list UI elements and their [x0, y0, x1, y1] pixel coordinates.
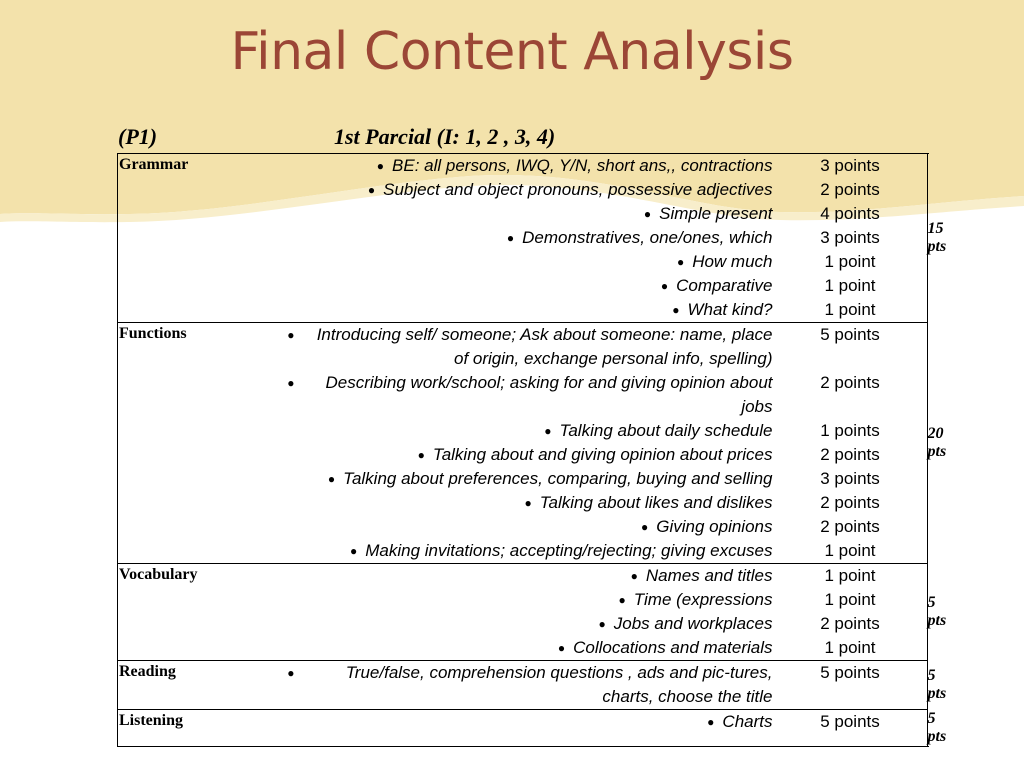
- table-row: Grammar ● BE: all persons, IWQ, Y/N, short…: [118, 154, 946, 255]
- points-value: 1 points: [820, 421, 880, 440]
- table-row: ● Talking about preferences, comparing, b…: [118, 467, 928, 491]
- topic-text: Introducing self/ someone; Ask about som…: [316, 325, 773, 368]
- bullet-icon: ●: [557, 641, 566, 655]
- topic-text: Collocations and materials: [573, 638, 773, 657]
- table-row: ● Describing work/school; asking for and …: [118, 371, 928, 419]
- points-value: 5 points: [772, 660, 928, 710]
- bullet-icon: ●: [544, 424, 552, 438]
- topic-text: Making invitations; accepting/rejecting;…: [365, 541, 773, 560]
- bullet-icon: ●: [598, 617, 606, 631]
- topic-text: True/false, comprehension questions , ad…: [345, 663, 773, 706]
- bullet-icon: ●: [643, 207, 652, 221]
- topic-text: What kind?: [687, 300, 773, 319]
- topic-text: Demonstratives, one/ones, which: [522, 228, 773, 247]
- table-row: Functions ● Introducing self/ someone; Ask…: [117, 322, 946, 564]
- topic-text: Names and titles: [645, 566, 773, 585]
- slide-title: Final Content Analysis: [230, 22, 794, 82]
- partial-label: 1st Parcial (I: 1, 2 , 3, 4): [334, 124, 556, 149]
- points-value: 3 points: [820, 469, 880, 488]
- table-row: ● Giving opinions 2 points: [118, 515, 928, 539]
- bullet-icon: ●: [367, 183, 376, 197]
- category-label: Functions: [117, 322, 243, 564]
- table-row: ● Making invitations; accepting/rejecting…: [118, 539, 928, 564]
- bullet-icon: ●: [349, 544, 358, 558]
- points-value: 2 points: [820, 445, 880, 464]
- table-row: ● Collocations and materials 1 point: [118, 636, 928, 661]
- table-row: ● Subject and object pronouns, possessive…: [118, 178, 928, 202]
- points-value: 2 points: [820, 493, 880, 512]
- points-value: 2 points: [820, 180, 880, 199]
- bullet-icon: ●: [672, 303, 680, 317]
- points-value: 1 point: [772, 563, 928, 588]
- table-row: ● What kind? 1 point: [118, 298, 928, 323]
- topic-text: Comparative: [676, 276, 773, 295]
- table-row: ● How much 1 point: [118, 250, 928, 274]
- bullet-icon: ●: [327, 472, 336, 486]
- table-row: Reading ● True/false, comprehension questi…: [117, 660, 946, 710]
- bullet-icon: ●: [287, 328, 295, 342]
- points-value: 1 point: [824, 590, 876, 609]
- topic-text: Subject and object pronouns, possessive …: [383, 180, 773, 199]
- points-value: 2 points: [820, 373, 880, 392]
- bullet-icon: ●: [676, 255, 685, 269]
- table-row: ● Talking about daily schedule 1 points: [118, 419, 928, 443]
- category-label: Vocabulary: [117, 563, 243, 661]
- category-label: Reading: [117, 660, 243, 710]
- topic-text: BE: all persons, IWQ, Y/N, short ans,, c…: [392, 156, 773, 175]
- points-value: 1 point: [824, 300, 876, 319]
- bullet-icon: ●: [660, 279, 669, 293]
- bullet-icon: ●: [618, 593, 626, 607]
- bullet-icon: ●: [287, 376, 295, 390]
- table-row: ● Talking about and giving opinion about …: [118, 443, 928, 467]
- points-value: 1 point: [824, 252, 876, 271]
- bullet-icon: ●: [641, 520, 649, 534]
- points-value: 4 points: [820, 204, 880, 223]
- topic-text: Talking about preferences, comparing, bu…: [343, 469, 773, 488]
- table-row: ● Demonstratives, one/ones, which 3 points: [118, 226, 928, 250]
- content-analysis-table: Grammar ● BE: all persons, IWQ, Y/N, short…: [117, 153, 947, 747]
- points-value: 3 points: [820, 156, 880, 175]
- topic-text: Describing work/school; asking for and g…: [325, 373, 773, 416]
- topic-text: Charts: [722, 712, 773, 731]
- topic-text: Jobs and workplaces: [613, 614, 773, 633]
- points-value: 3 points: [820, 228, 880, 247]
- topic-text: How much: [692, 252, 773, 271]
- bullet-icon: ●: [417, 448, 425, 462]
- points-value: 2 points: [820, 614, 880, 633]
- points-value: 2 points: [820, 517, 880, 536]
- table-row: ● Talking about likes and dislikes 2 point…: [118, 491, 928, 515]
- points-value: 1 point: [824, 541, 876, 560]
- table-row: ● Comparative 1 point: [118, 274, 928, 298]
- category-label: Grammar: [119, 156, 189, 173]
- bullet-icon: ●: [630, 569, 638, 583]
- topic-text: Talking about and giving opinion about p…: [432, 445, 773, 464]
- topic-text: Simple present: [659, 204, 773, 223]
- bullet-icon: ●: [287, 666, 295, 680]
- points-value: 1 point: [824, 276, 876, 295]
- points-value: 5 points: [772, 322, 928, 371]
- topic-text: Talking about daily schedule: [559, 421, 773, 440]
- bullet-icon: ●: [506, 231, 515, 245]
- table-row: ● Jobs and workplaces 2 points: [118, 612, 928, 636]
- bullet-icon: ●: [376, 159, 385, 173]
- category-label: Listening: [117, 709, 243, 746]
- topic-text: Giving opinions: [656, 517, 773, 536]
- bullet-icon: ●: [524, 496, 532, 510]
- points-value: 5 points: [772, 709, 928, 746]
- table-row: ● Time (expressions 1 point: [118, 588, 928, 612]
- points-value: 1 point: [824, 638, 876, 657]
- period-label: (P1): [118, 124, 158, 149]
- topic-text: Time (expressions: [633, 590, 773, 609]
- bullet-icon: ●: [707, 715, 715, 729]
- topic-text: Talking about likes and dislikes: [539, 493, 773, 512]
- table-row: ● Simple present 4 points: [118, 202, 928, 226]
